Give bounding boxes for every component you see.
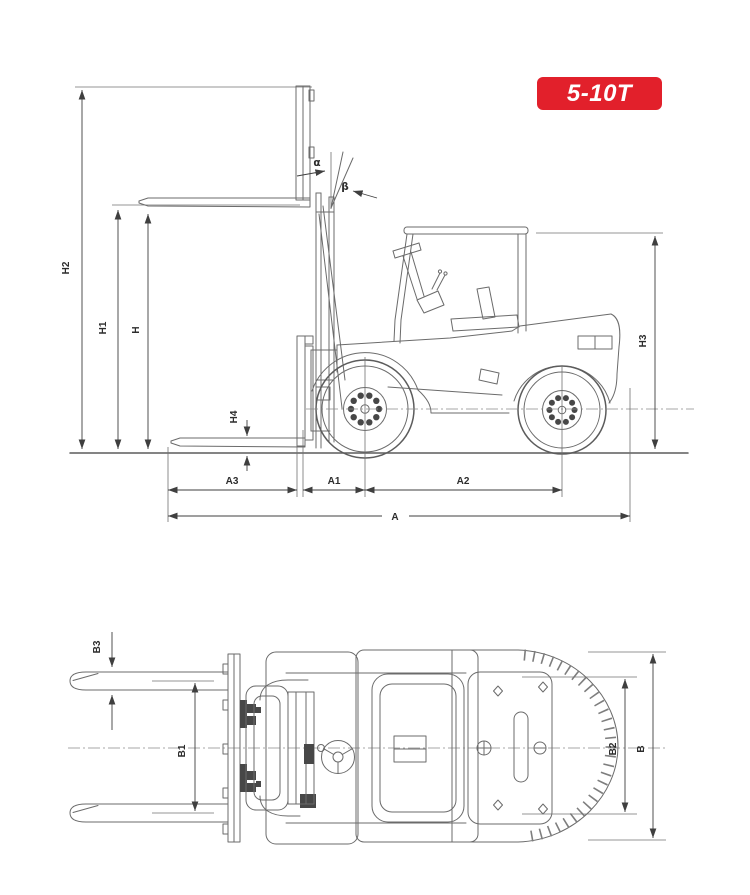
steering-column xyxy=(392,242,448,314)
dim-label-b: B xyxy=(636,745,647,752)
operator-seat xyxy=(450,286,520,332)
dim-label-a: A xyxy=(391,512,398,523)
side-view: α β xyxy=(61,85,694,523)
dim-label-h4: H4 xyxy=(229,410,240,423)
fork-upper-plan xyxy=(69,671,229,691)
dim-label-h3: H3 xyxy=(638,334,649,347)
dim-label-b2: B2 xyxy=(608,742,619,755)
steering-wheel-plan xyxy=(317,740,355,774)
bolt-diamond xyxy=(538,681,548,693)
dim-label-a1: A1 xyxy=(328,476,341,487)
fork-hinge-blocks xyxy=(240,700,261,792)
chassis-plan xyxy=(265,649,479,845)
side-vertical-dimensions: H2 H1 H H3 H4 xyxy=(61,86,663,471)
raised-fork-carriage xyxy=(138,85,315,208)
badge-label: 5-10T xyxy=(567,80,634,107)
truck-body xyxy=(310,313,621,432)
plan-dimensions: B3 B1 B2 B xyxy=(92,632,666,841)
bolt-diamond xyxy=(493,799,503,811)
bolt-diamond xyxy=(538,803,548,815)
dim-label-a2: A2 xyxy=(457,476,470,487)
mast-frame-plan xyxy=(287,691,315,805)
side-horizontal-dimensions: A3 A1 A2 A xyxy=(167,357,631,523)
dim-label-h1: H1 xyxy=(98,321,109,334)
badge-background xyxy=(537,77,662,110)
bolt-diamond xyxy=(493,685,503,697)
top-view: B3 B1 B2 B xyxy=(68,632,668,845)
lowered-fork xyxy=(170,335,314,448)
tilt-angle-annotation: α β xyxy=(296,151,378,209)
dim-label-b3: B3 xyxy=(92,640,103,653)
counterweight-plan xyxy=(451,649,619,843)
fork-lower-plan xyxy=(69,803,229,823)
dim-label-beta: β xyxy=(341,181,349,193)
dim-label-a3: A3 xyxy=(226,476,239,487)
dim-label-alpha: α xyxy=(313,157,320,169)
dim-label-h2: H2 xyxy=(61,261,72,274)
overhead-guard xyxy=(393,226,529,344)
capacity-badge: 5-10T xyxy=(537,77,662,110)
backrest-plate-plan xyxy=(222,653,241,843)
dim-label-h: H xyxy=(131,326,142,333)
dim-label-b1: B1 xyxy=(177,744,188,757)
mast xyxy=(315,192,346,449)
